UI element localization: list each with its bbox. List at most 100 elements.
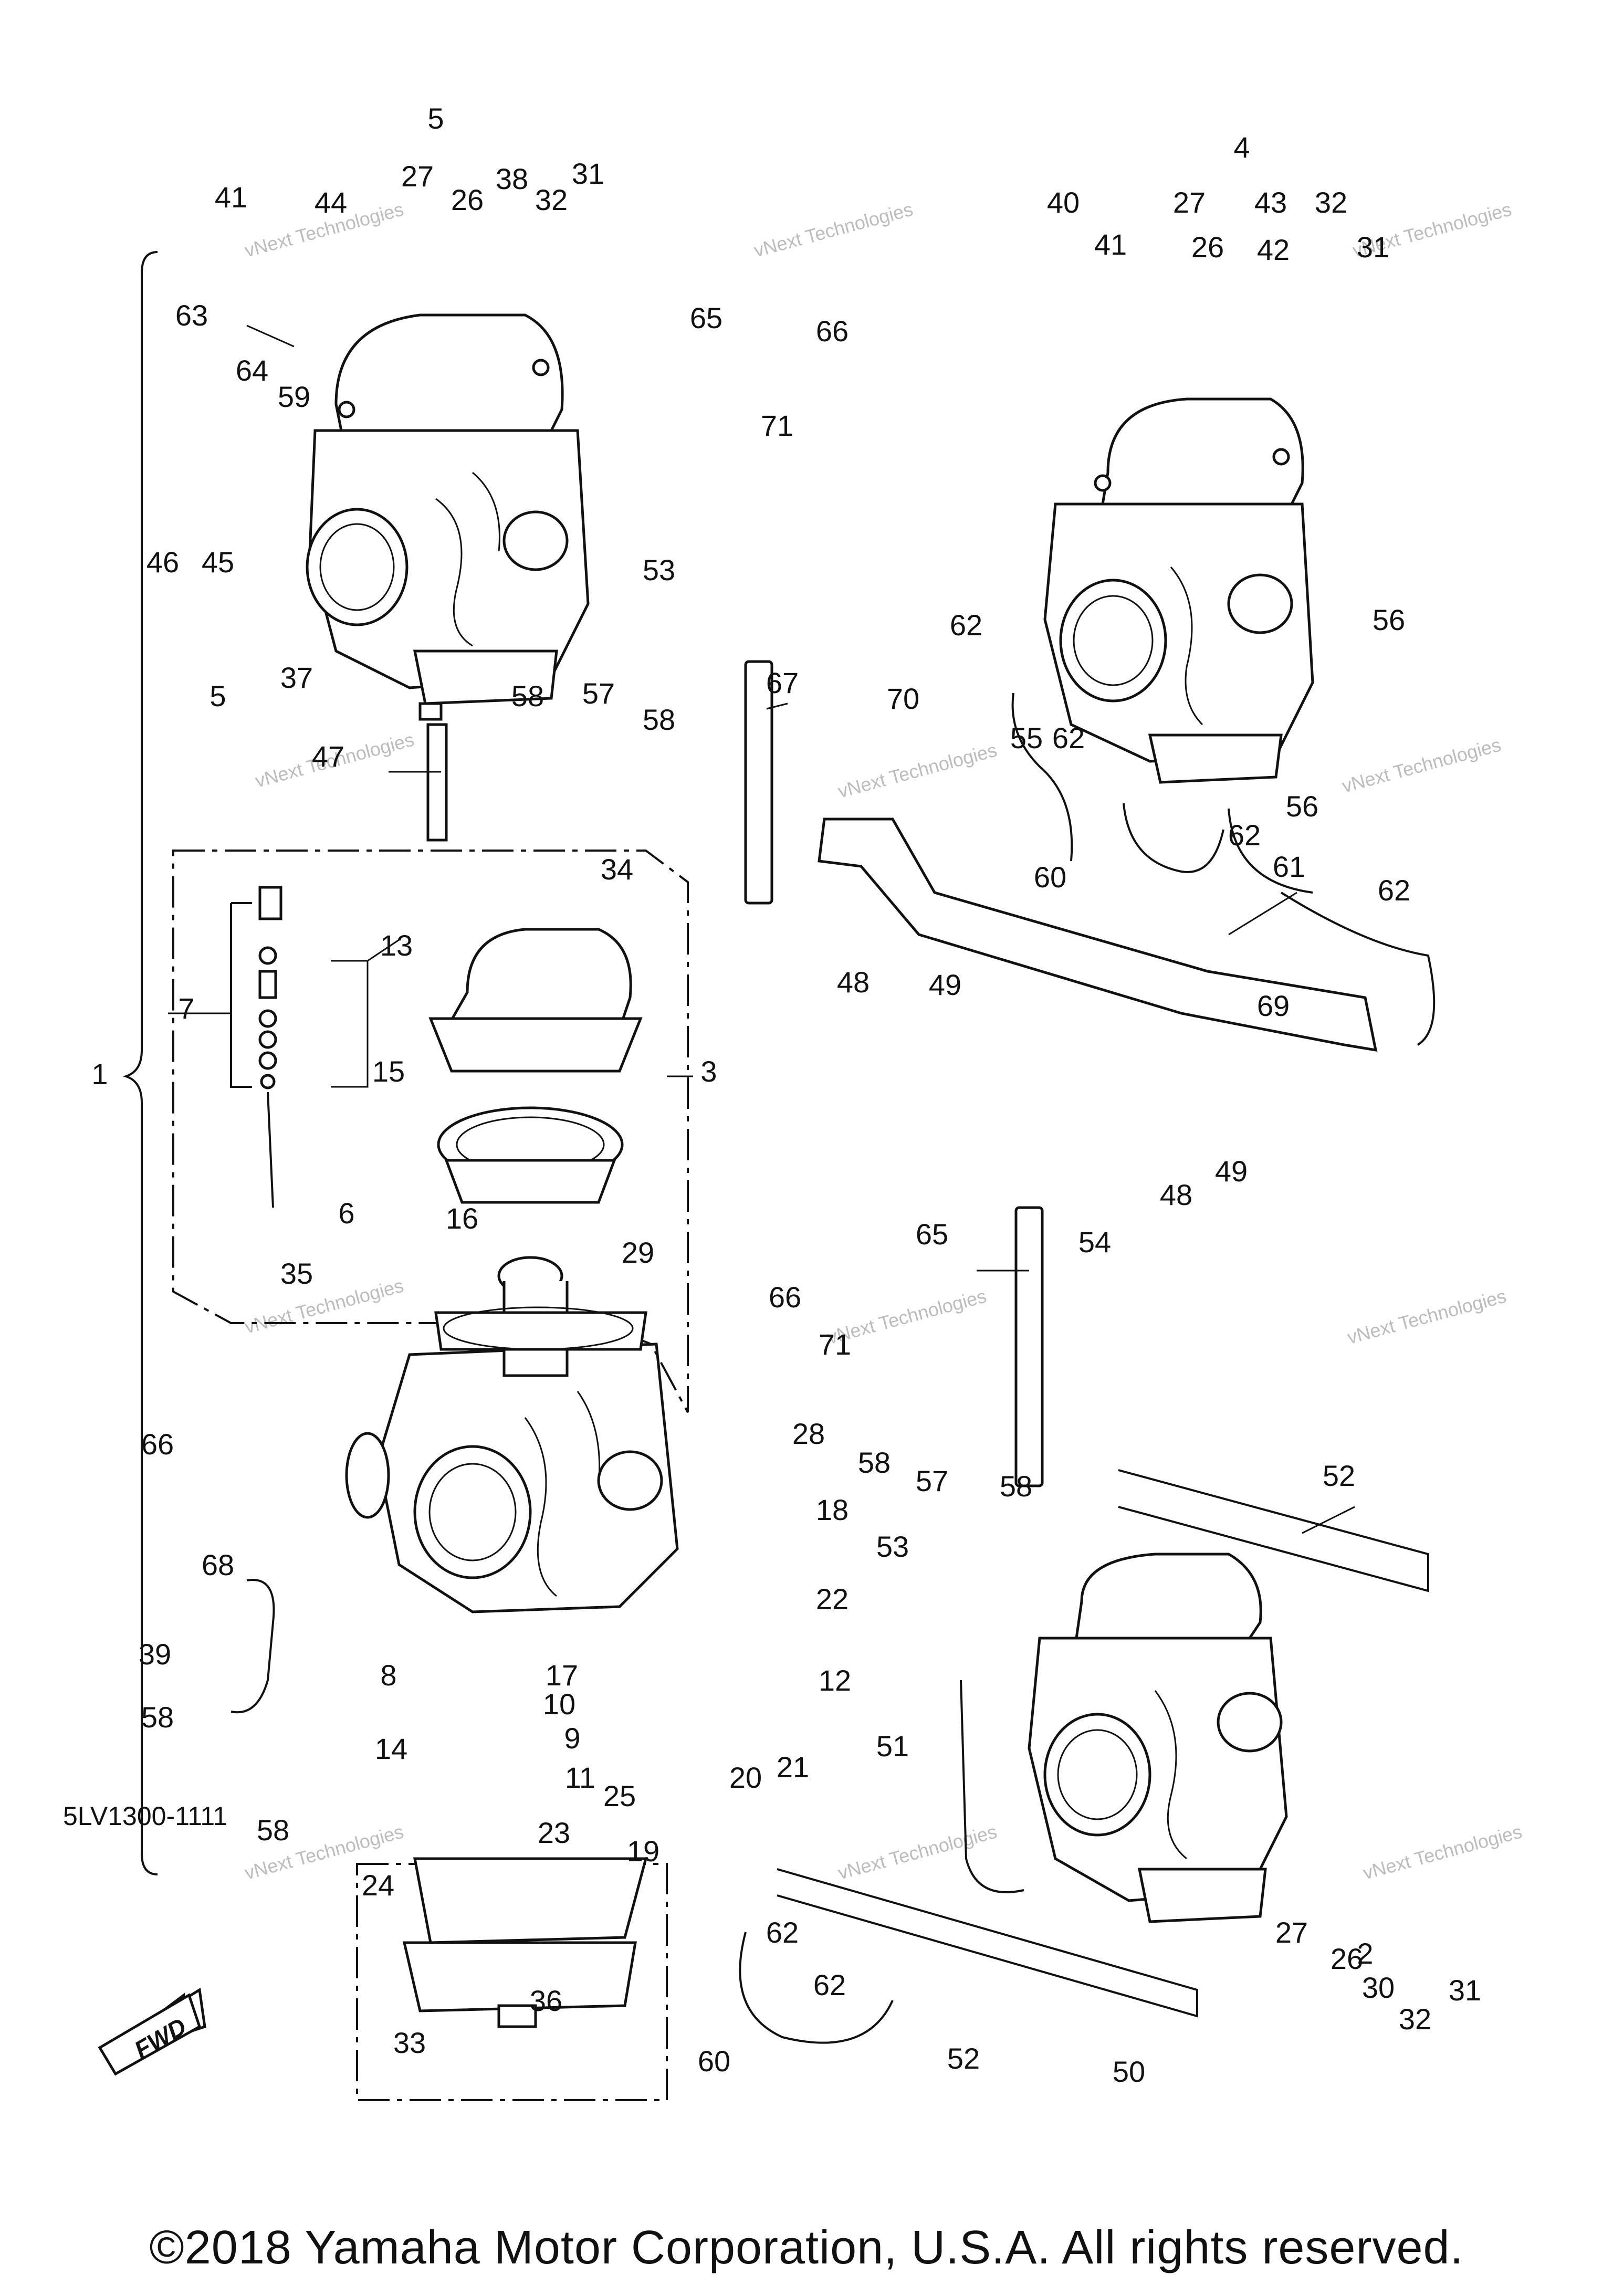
part-number-label-62-2: 62: [1052, 721, 1085, 754]
part-number-label-66: 66: [816, 314, 849, 348]
part-number-label-71-2: 71: [819, 1328, 851, 1361]
mounting-plate: [777, 817, 1429, 2018]
part-number-label-5: 5: [427, 102, 444, 135]
watermark-text: vNext Technologies: [835, 1820, 999, 1883]
part-number-label-62-5: 62: [766, 1916, 799, 1949]
part-number-label-63: 63: [175, 299, 208, 332]
part-number-label-52-2: 52: [947, 2042, 980, 2075]
part-number-label-53: 53: [643, 553, 675, 586]
part-number-label-18: 18: [816, 1493, 849, 1526]
part-number-label-3: 3: [700, 1055, 717, 1088]
part-number-label-51: 51: [876, 1729, 909, 1763]
part-number-label-38: 38: [496, 162, 528, 195]
part-number-label-25: 25: [603, 1779, 636, 1812]
part-number-label-32-3: 32: [1399, 2003, 1431, 2036]
part-number-label-50: 50: [1113, 2055, 1145, 2088]
part-number-label-61: 61: [1273, 850, 1305, 883]
part-number-label-26-3: 26: [1331, 1942, 1363, 1975]
part-number-label-49-2: 49: [1215, 1155, 1248, 1188]
part-number-label-42: 42: [1257, 233, 1290, 266]
part-number-label-39: 39: [139, 1638, 171, 1671]
part-number-label-12: 12: [819, 1664, 851, 1697]
part-number-label-48-2: 48: [1160, 1178, 1192, 1211]
part-number-label-11: 11: [565, 1761, 595, 1794]
part-number-label-26: 26: [451, 183, 484, 216]
carburetor-center: [345, 1343, 679, 1613]
part-number-label-20: 20: [729, 1761, 762, 1794]
part-number-label-34: 34: [601, 853, 633, 886]
part-number-label-62-6: 62: [813, 1968, 846, 2001]
part-number-label-43: 43: [1254, 186, 1287, 219]
part-number-label-46: 46: [146, 546, 179, 579]
part-number-label-30: 30: [1362, 1971, 1395, 2004]
part-number-label-27-3: 27: [1275, 1916, 1308, 1949]
part-number-label-66-3: 66: [141, 1428, 174, 1461]
part-number-label-9: 9: [564, 1722, 580, 1755]
part-number-label-41-2: 41: [1094, 228, 1127, 261]
part-number-label-24: 24: [362, 1869, 394, 1902]
part-number-label-2: 2: [1357, 1937, 1373, 1970]
part-number-label-58: 58: [511, 679, 544, 712]
part-number-label-23: 23: [538, 1816, 570, 1849]
part-number-label-60: 60: [1034, 861, 1066, 894]
part-number-label-58-4: 58: [1000, 1470, 1032, 1503]
part-number-label-52: 52: [1323, 1459, 1355, 1492]
part-number-label-64: 64: [236, 354, 268, 387]
part-number-label-69: 69: [1257, 989, 1290, 1022]
part-number-label-58-6: 58: [257, 1813, 289, 1847]
hoses: [231, 660, 1436, 2044]
part-number-label-44: 44: [315, 186, 347, 219]
carburetor-top-left: [306, 313, 590, 721]
part-number-label-65: 65: [690, 301, 722, 334]
part-number-label-54: 54: [1078, 1225, 1111, 1259]
part-number-label-58-2: 58: [643, 703, 675, 736]
carburetor-top-right: [1043, 397, 1314, 784]
part-number-label-28: 28: [792, 1417, 825, 1450]
part-number-label-49: 49: [929, 968, 961, 1001]
watermark-text: vNext Technologies: [1345, 1285, 1509, 1348]
part-number-label-26-2: 26: [1191, 230, 1224, 264]
part-number-label-14: 14: [375, 1732, 407, 1765]
part-number-label-31-3: 31: [1449, 1974, 1481, 2007]
part-number-label-22: 22: [816, 1582, 849, 1616]
part-number-label-66-2: 66: [769, 1281, 801, 1314]
part-number-label-68: 68: [202, 1548, 234, 1581]
part-number-label-29: 29: [622, 1236, 654, 1269]
part-number-label-32: 32: [535, 183, 568, 216]
watermark-text: vNext Technologies: [751, 198, 915, 261]
part-number-label-31-2: 31: [1357, 230, 1389, 264]
part-number-label-62: 62: [950, 609, 982, 642]
part-number-label-6: 6: [338, 1197, 354, 1230]
part-number-label-19: 19: [627, 1834, 659, 1868]
copyright-notice: ©2018 Yamaha Motor Corporation, U.S.A. A…: [149, 2221, 1464, 2274]
part-number-label-70: 70: [887, 682, 919, 715]
part-number-label-33: 33: [393, 2026, 426, 2059]
part-number-label-10: 10: [543, 1687, 575, 1721]
part-number-label-8: 8: [380, 1659, 396, 1692]
assembly-bracket-1: [122, 251, 158, 1875]
part-number-label-60-2: 60: [698, 2045, 730, 2078]
part-number-label-45: 45: [202, 546, 234, 579]
watermark-text: vNext Technologies: [1360, 1820, 1524, 1883]
part-number-label-15: 15: [372, 1055, 405, 1088]
part-number-label-56-2: 56: [1286, 790, 1318, 823]
leader-lines: [168, 324, 1355, 1534]
part-number-label-55: 55: [1010, 721, 1043, 754]
part-number-label-1: 1: [91, 1057, 108, 1091]
part-number-label-57-2: 57: [916, 1464, 948, 1497]
part-number-label-71: 71: [761, 409, 793, 442]
part-number-label-57: 57: [582, 677, 615, 710]
part-number-label-16: 16: [446, 1202, 478, 1235]
part-number-label-40: 40: [1047, 186, 1080, 219]
part-number-label-27: 27: [401, 160, 434, 193]
part-number-label-17: 17: [546, 1659, 578, 1692]
fwd-arrow-icon: FWD: [98, 1987, 206, 2076]
part-number-label-13: 13: [380, 929, 413, 962]
part-number-label-21: 21: [777, 1750, 809, 1784]
part-number-label-48: 48: [837, 966, 870, 999]
watermark-text: vNext Technologies: [242, 1274, 406, 1337]
part-number-label-5-2: 5: [210, 679, 226, 712]
part-number-label-67: 67: [766, 666, 799, 699]
